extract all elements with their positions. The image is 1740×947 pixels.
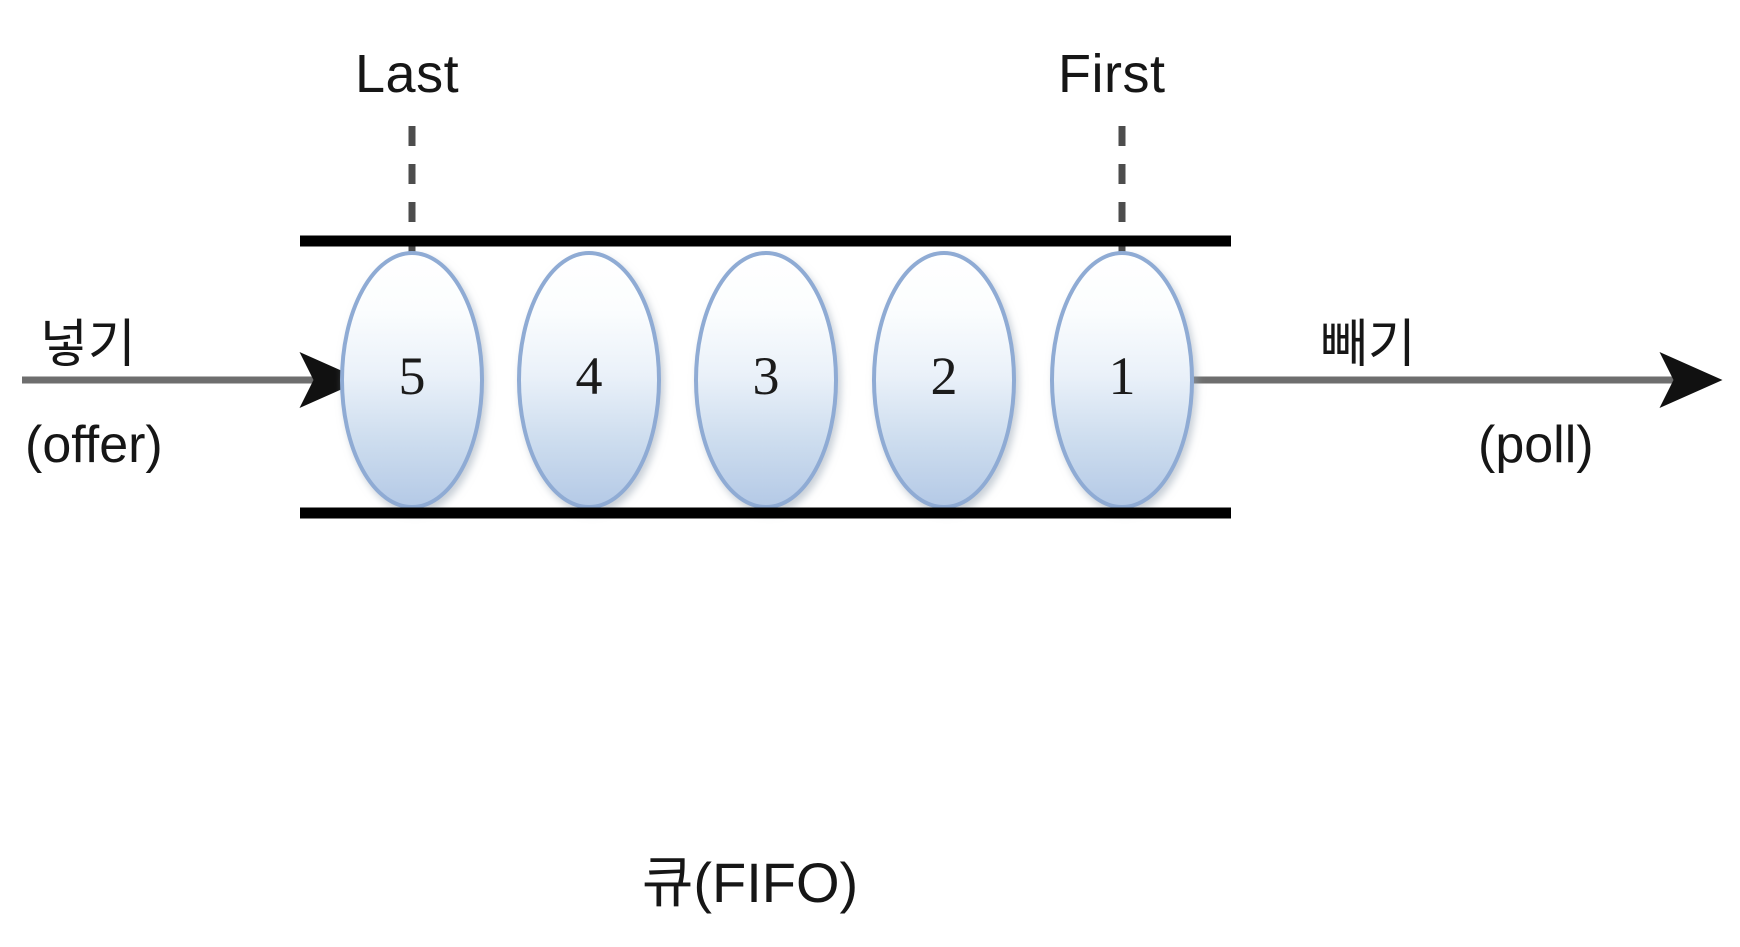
queue-cell-value-1: 1 (1108, 346, 1136, 406)
queue-cell-value-2: 2 (930, 346, 958, 406)
offer-label-english: (offer) (25, 416, 163, 474)
queue-cell-3 (694, 251, 838, 509)
marker-label-last: Last (355, 44, 460, 104)
marker-label-first: First (1058, 44, 1166, 104)
queue-cell-1 (1050, 251, 1194, 509)
queue-cell-4 (517, 251, 661, 509)
poll-label-korean: 빼기 (1320, 316, 1416, 374)
queue-cell-value-5: 5 (398, 346, 426, 406)
queue-cell-value-4: 4 (575, 346, 603, 406)
offer-label-korean: 넣기 (40, 316, 136, 374)
queue-cell-value-3: 3 (752, 346, 780, 406)
diagram-caption: 큐(FIFO) (641, 851, 859, 914)
queue-cell-2 (872, 251, 1016, 509)
queue-cell-5 (340, 251, 484, 509)
poll-label-english: (poll) (1478, 416, 1594, 474)
